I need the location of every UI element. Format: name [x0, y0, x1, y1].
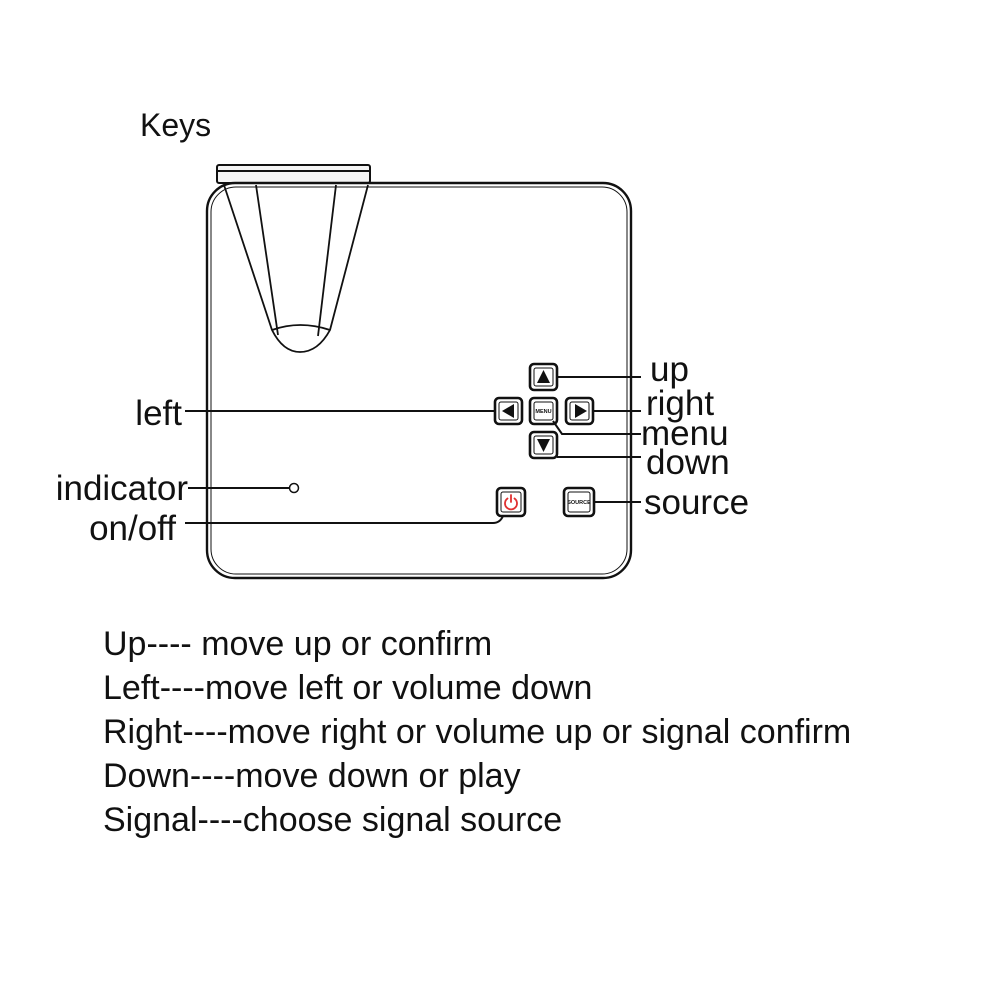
label-down: down	[646, 443, 730, 482]
lens-cap	[216, 164, 371, 184]
down-button[interactable]	[528, 430, 559, 460]
indicator-led	[288, 482, 300, 494]
description-right: Right----move right or volume up or sign…	[103, 713, 852, 751]
label-source: source	[644, 483, 749, 522]
menu-button-label: MENU	[535, 409, 551, 415]
projector-body	[205, 181, 633, 580]
leader-lines	[185, 376, 641, 524]
key-descriptions: Up---- move up or confirm Left----move l…	[103, 622, 851, 842]
triangle-up-icon	[537, 370, 550, 383]
triangle-right-icon	[575, 404, 587, 418]
triangle-left-icon	[502, 404, 514, 418]
projector-body-inner	[210, 186, 628, 575]
label-onoff: on/off	[89, 509, 176, 548]
label-left: left	[135, 394, 182, 433]
label-indicator: indicator	[56, 469, 189, 508]
description-signal: Signal----choose signal source	[103, 801, 563, 839]
source-button[interactable]: SOURCE	[562, 486, 596, 518]
power-button[interactable]	[495, 486, 527, 518]
label-right: right	[646, 384, 714, 423]
source-button-label: SOURCE	[567, 500, 591, 506]
lens-funnel	[223, 184, 369, 353]
menu-button[interactable]: MENU	[528, 396, 559, 426]
description-up: Up---- move up or confirm	[103, 625, 493, 663]
label-up: up	[650, 350, 689, 389]
triangle-down-icon	[537, 439, 550, 452]
power-icon	[504, 494, 518, 511]
description-down: Down----move down or play	[103, 757, 521, 795]
up-button[interactable]	[528, 362, 559, 392]
right-button[interactable]	[564, 396, 595, 426]
description-left: Left----move left or volume down	[103, 669, 593, 707]
diagram-title: Keys	[140, 107, 211, 143]
left-button[interactable]	[493, 396, 524, 426]
label-menu: menu	[641, 414, 729, 453]
